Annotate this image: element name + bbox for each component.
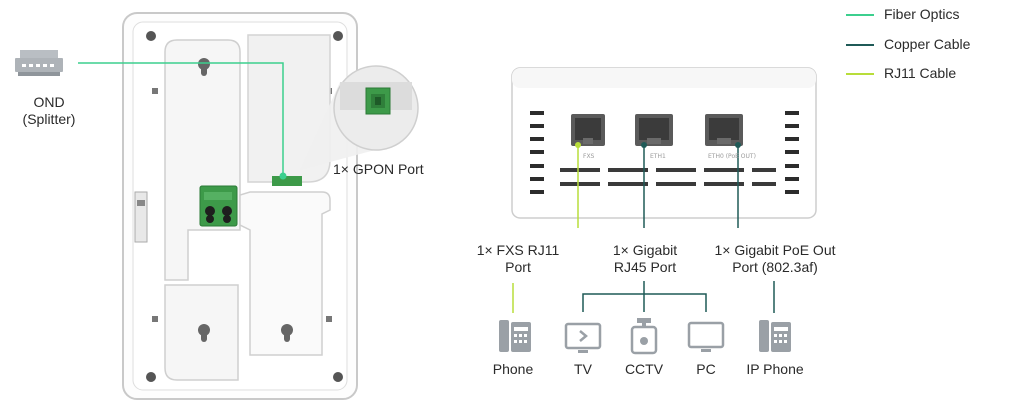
ip-phone-icon [759, 320, 791, 352]
device-front [511, 67, 817, 219]
eth0-port-label-line1: 1× Gigabit PoE Out [714, 242, 836, 258]
device-label-pc: PC [696, 361, 716, 377]
fxs-port-label-line1: 1× FXS RJ11 [476, 242, 560, 258]
device-label-cctv: CCTV [624, 361, 664, 377]
ond-label: OND (Splitter) [8, 94, 90, 128]
port-fxs [571, 114, 605, 146]
legend-fiber-label: Fiber Optics [884, 6, 960, 22]
device-label-ip-phone: IP Phone [746, 361, 804, 377]
ond-label-line1: OND [33, 94, 65, 110]
gpon-port-label: 1× GPON Port [333, 161, 424, 177]
eth1-port-label: 1× Gigabit RJ45 Port [590, 242, 700, 276]
eth0-port-label: 1× Gigabit PoE Out Port (802.3af) [703, 242, 847, 276]
fxs-silk-label: FXS [583, 153, 595, 160]
eth0-port-label-line2: Port (802.3af) [732, 259, 818, 275]
splitter-icon [15, 50, 63, 76]
eth1-port-label-line1: 1× Gigabit [612, 242, 678, 258]
fxs-port-label-line2: Port [505, 259, 531, 275]
port-eth0 [705, 114, 743, 146]
eth0-endpoint [735, 142, 741, 148]
fiber-optics-line [78, 62, 284, 176]
gpon-port-magnifier [300, 65, 419, 170]
legend-rj11-label: RJ11 Cable [884, 65, 957, 81]
eth1-silk-label: ETH1 [650, 153, 666, 160]
eth0-silk-label: ETH0 (PoE OUT) [708, 153, 756, 160]
cctv-camera-icon [630, 318, 658, 355]
device-label-tv: TV [574, 361, 592, 377]
ond-label-line2: (Splitter) [22, 111, 76, 127]
tv-icon [564, 322, 602, 353]
eth1-endpoint [641, 142, 647, 148]
device-label-phone: Phone [492, 361, 534, 377]
back-panel [122, 12, 358, 400]
fxs-endpoint [575, 142, 581, 148]
desk-phone-icon [499, 320, 531, 352]
fiber-endpoint [279, 172, 287, 180]
legend-copper-label: Copper Cable [884, 36, 971, 52]
eth1-port-label-line2: RJ45 Port [613, 259, 677, 275]
monitor-icon [687, 321, 725, 352]
port-eth1 [635, 114, 673, 146]
fxs-port-label: 1× FXS RJ11 Port [463, 242, 573, 276]
